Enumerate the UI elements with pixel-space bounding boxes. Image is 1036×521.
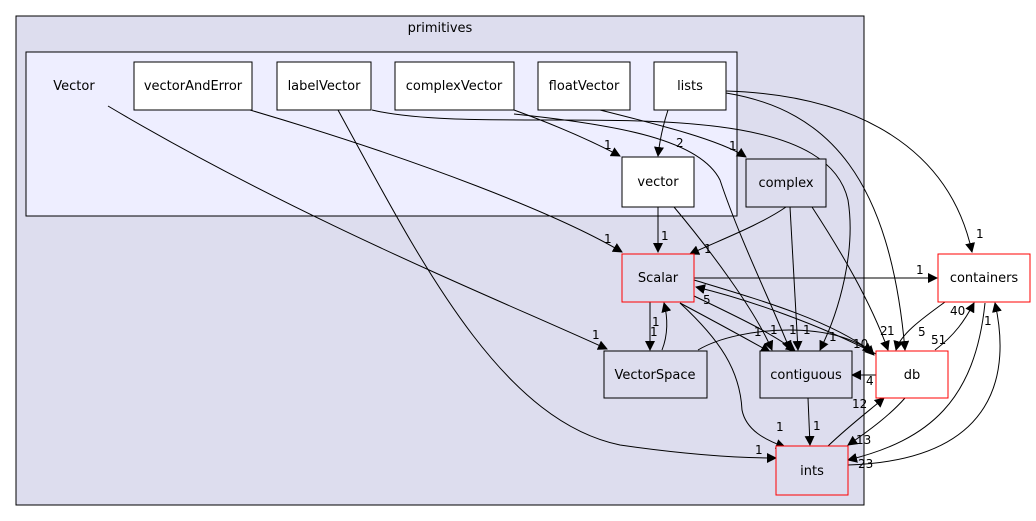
label-labelvector-ints: 1 — [755, 443, 763, 457]
label-scalar-contiguous-a: 1 — [754, 325, 762, 339]
cluster-primitives-label: primitives — [408, 21, 473, 36]
edge-ints-db — [827, 397, 885, 447]
edge-vector-vectorspace — [107, 105, 608, 350]
label-vectorspace-scalar: 1 — [652, 315, 660, 329]
label-scalar-containers: 1 — [916, 263, 924, 277]
edge-scalar-db — [693, 279, 873, 353]
label-complex-scalar: 1 — [704, 242, 712, 256]
label-lists-db: 1 — [887, 324, 895, 338]
edge-complexvector-contiguous — [513, 113, 792, 351]
edges — [107, 90, 1002, 466]
node-complexvector[interactable]: complexVector — [394, 61, 515, 111]
label-db-scalar: 5 — [703, 293, 711, 307]
edge-lists-db — [725, 92, 910, 351]
node-complex-label: complex — [758, 176, 813, 191]
edge-db-containers — [934, 302, 975, 351]
label-scalar-ints: 1 — [776, 420, 784, 434]
node-db[interactable]: db — [875, 350, 949, 399]
node-vector-label: vector — [637, 175, 679, 190]
node-labelvector[interactable]: labelVector — [276, 61, 372, 111]
edge-ints-containers — [847, 302, 1002, 466]
edge-db-ints — [847, 397, 906, 446]
node-scalar[interactable]: Scalar — [621, 253, 695, 303]
label-scalar-vectorspace: 1 — [650, 325, 658, 339]
label-vectoranderror-scalar: 1 — [604, 232, 612, 246]
node-containers[interactable]: containers — [937, 253, 1031, 303]
edge-db-scalar — [695, 284, 877, 355]
edge-scalar-ints — [679, 302, 786, 449]
node-labelvector-label: labelVector — [288, 79, 362, 94]
node-vectorandError[interactable]: vectorAndError — [133, 61, 253, 111]
node-contiguous[interactable]: contiguous — [759, 350, 853, 399]
edge-lists-containers — [725, 90, 975, 253]
edge-vectoranderror-scalar — [249, 109, 623, 253]
label-ints-containers: 1 — [984, 314, 992, 328]
node-floatvector-label: floatVector — [549, 79, 620, 94]
node-complex[interactable]: complex — [745, 158, 827, 208]
node-floatvector[interactable]: floatVector — [537, 61, 631, 111]
label-floatvector-complex: 1 — [729, 139, 737, 153]
edge-complex-db — [811, 206, 890, 351]
edge-vectorspace-scalar — [661, 302, 672, 351]
label-containers-db: 5 — [918, 325, 926, 339]
label-lists-vector: 2 — [676, 136, 684, 150]
label-complexvector-vector: 1 — [604, 138, 612, 152]
edge-containers-db — [893, 301, 946, 351]
label-db-ints: 13 — [856, 433, 871, 447]
label-vector-scalar: 1 — [661, 229, 669, 243]
node-vector[interactable]: vector — [621, 156, 695, 208]
edge-vector-contiguous — [673, 206, 774, 351]
edge-lists-vector — [654, 109, 669, 157]
node-vectorspace-label: VectorSpace — [614, 368, 695, 383]
edge-labelvector-contiguous — [371, 109, 851, 351]
label-vectorspace-db: 10 — [853, 337, 868, 351]
label-db-contiguous: 4 — [866, 374, 874, 388]
edge-floatvector-complex — [599, 109, 747, 158]
node-complexvector-label: complexVector — [406, 79, 503, 94]
label-contiguous-ints: 1 — [813, 419, 821, 433]
node-lists[interactable]: lists — [653, 61, 727, 111]
edge-complexvector-vector — [513, 109, 621, 157]
label-lists-containers: 1 — [976, 227, 984, 241]
node-ints-label: ints — [800, 464, 824, 479]
label-complex-db: 2 — [880, 324, 888, 338]
node-containers-label: containers — [950, 271, 1019, 286]
edge-contiguous-ints — [804, 397, 815, 446]
node-vectorspace[interactable]: VectorSpace — [603, 350, 708, 399]
edge-scalar-contiguous — [679, 302, 771, 353]
label-vector-vectorspace: 1 — [592, 328, 600, 342]
edge-labelvector-ints — [337, 109, 777, 463]
label-containers-ints-40: 40 — [950, 304, 965, 318]
node-lists-label: lists — [677, 79, 703, 94]
label-complex-contiguous: 1 — [789, 323, 797, 337]
cluster-vector-label: Vector — [53, 79, 95, 94]
node-scalar-label: Scalar — [638, 271, 679, 286]
node-vectorandError-label: vectorAndError — [144, 79, 243, 94]
label-scalar-db: 1 — [829, 330, 837, 344]
label-containers-ints: 23 — [858, 457, 873, 471]
node-ints[interactable]: ints — [775, 445, 849, 496]
edge-labels: 2 1 1 1 1 1 1 1 1 1 1 1 1 1 5 10 2 1 5 5… — [592, 136, 992, 471]
edge-containers-ints — [847, 302, 986, 463]
node-contiguous-label: contiguous — [770, 368, 842, 383]
label-db-containers: 51 — [931, 333, 946, 347]
label-ints-db: 12 — [852, 397, 867, 411]
label-scalar-contiguous-b: 1 — [770, 323, 778, 337]
label-vector-contiguous: 1 — [803, 323, 811, 337]
node-db-label: db — [904, 368, 921, 383]
